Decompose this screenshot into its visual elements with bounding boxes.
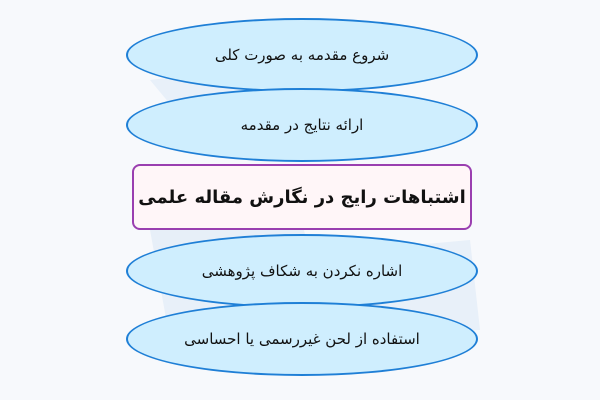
mistake-item-4-label: استفاده از لحن غیررسمی یا احساسی [184, 330, 420, 348]
mistake-item-1-label: شروع مقدمه به صورت کلی [214, 46, 390, 64]
mistake-item-3: اشاره نکردن به شکاف پژوهشی [126, 234, 478, 308]
mistake-item-2-label: ارائه نتایج در مقدمه [240, 116, 364, 134]
diagram-title: اشتباهات رایج در نگارش مقاله علمی [138, 186, 466, 208]
diagram-title-box: اشتباهات رایج در نگارش مقاله علمی [132, 164, 472, 230]
mistake-item-4: استفاده از لحن غیررسمی یا احساسی [126, 302, 478, 376]
mistake-item-1: شروع مقدمه به صورت کلی [126, 18, 478, 92]
mistake-item-3-label: اشاره نکردن به شکاف پژوهشی [201, 262, 403, 280]
mistake-item-2: ارائه نتایج در مقدمه [126, 88, 478, 162]
